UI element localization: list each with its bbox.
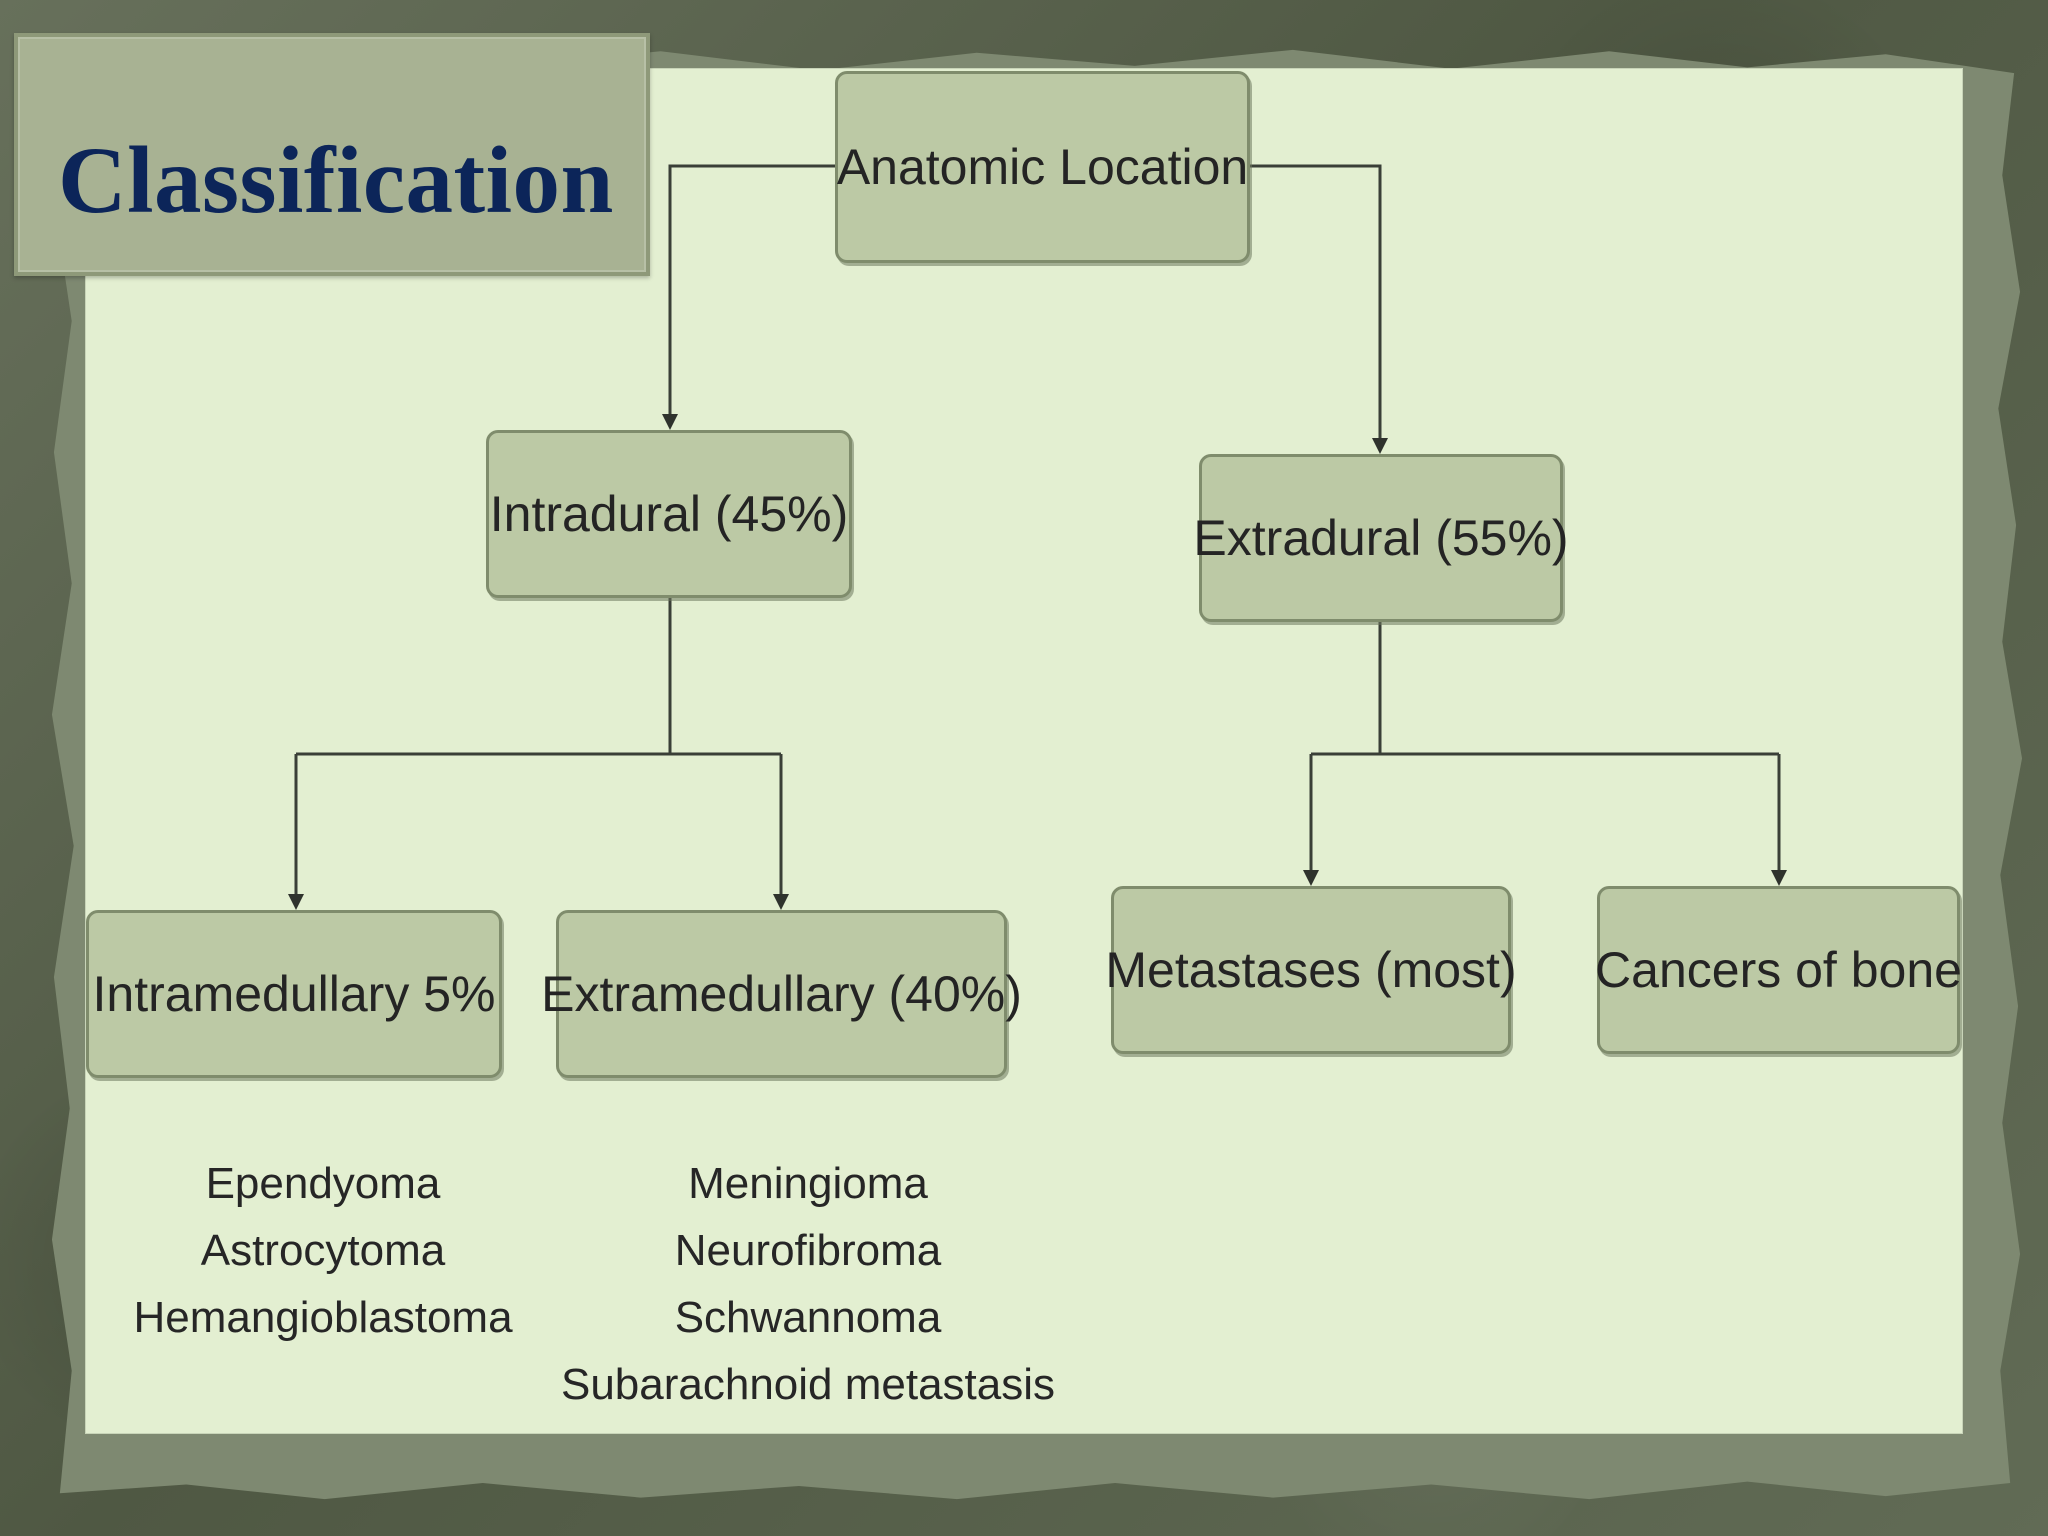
example-subarachnoid-metastasis: Subarachnoid metastasis — [560, 1360, 1056, 1409]
slide-title: Classification — [58, 127, 614, 233]
example-neurofibroma: Neurofibroma — [674, 1226, 942, 1275]
anatomic-location-node: Anatomic Location — [835, 71, 1250, 263]
extradural-node: Extradural (55%) — [1193, 454, 1569, 622]
example-schwannoma: Schwannoma — [674, 1293, 942, 1342]
intramedullary-examples-list: Ependyoma Astrocytoma Hemangioblastoma — [108, 1150, 538, 1351]
example-hemangioblastoma: Hemangioblastoma — [133, 1293, 513, 1342]
extramedullary-examples-list: Meningioma Neurofibroma Schwannoma Subar… — [553, 1150, 1063, 1418]
metastases-node: Metastases (most) — [1105, 886, 1517, 1054]
cancers-of-bone-node: Cancers of bone — [1595, 886, 1962, 1054]
intramedullary-node: Intramedullary 5% — [86, 910, 502, 1078]
intradural-node: Intradural (45%) — [486, 430, 852, 598]
example-astrocytoma: Astrocytoma — [200, 1226, 446, 1275]
example-ependyoma: Ependyoma — [205, 1159, 441, 1208]
example-meningioma: Meningioma — [688, 1159, 928, 1208]
extramedullary-node: Extramedullary (40%) — [541, 910, 1022, 1078]
title-box: Classification — [14, 33, 650, 276]
